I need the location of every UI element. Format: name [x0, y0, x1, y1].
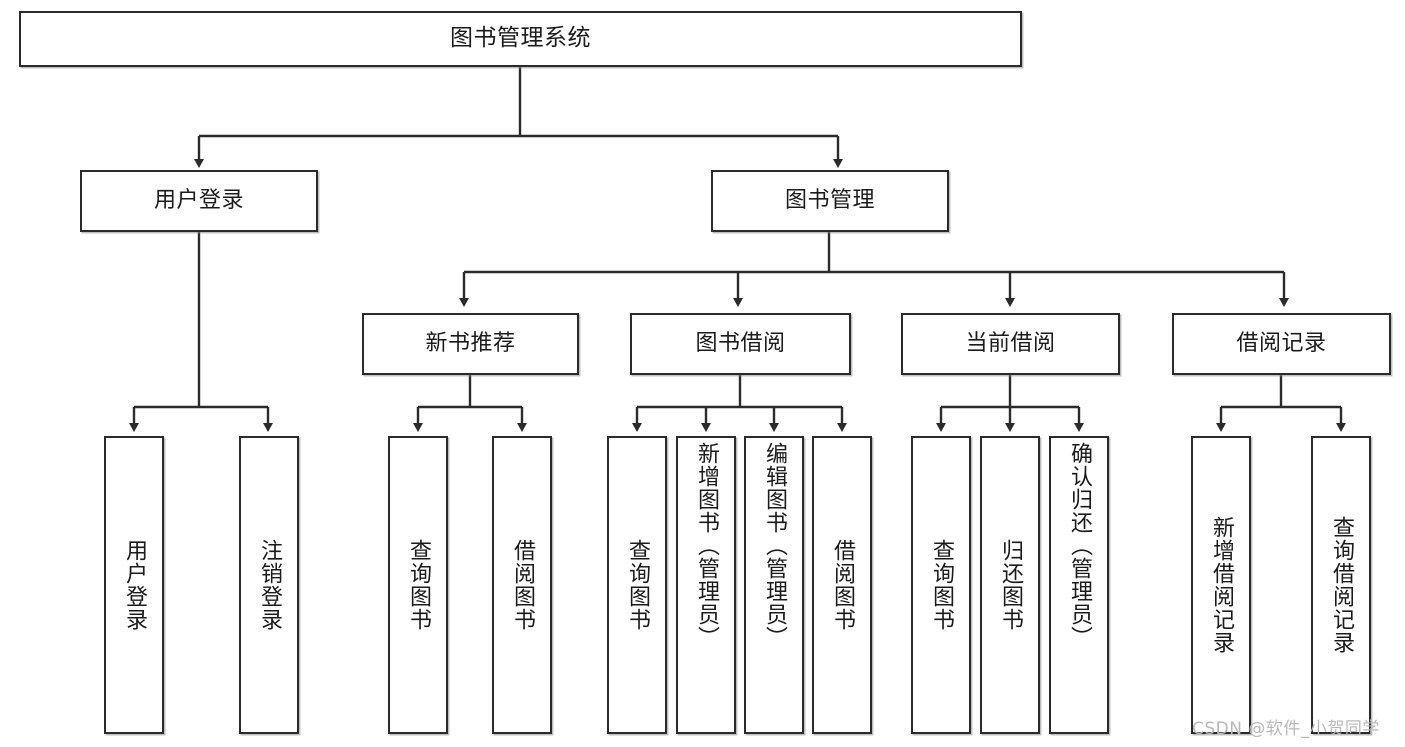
node-label: 用户登录 — [153, 187, 244, 213]
leaf-node-user-login[interactable]: 用户登录 — [104, 436, 164, 734]
leaf-node-user-logout[interactable]: 注销登录 — [239, 436, 299, 734]
leaf-node-edit-book-admin[interactable]: 编辑图书（管理员） — [744, 436, 804, 734]
leaf-node-return-book[interactable]: 归还图书 — [980, 436, 1040, 734]
node-borrow-record[interactable]: 借阅记录 — [1172, 313, 1391, 375]
leaf-node-query-book-recommend[interactable]: 查询图书 — [388, 436, 448, 734]
node-label: 编辑图书（管理员） — [762, 442, 787, 649]
node-label: 新书推荐 — [425, 330, 516, 356]
node-label: 新增图书（管理员） — [694, 442, 719, 649]
leaf-node-borrow-book[interactable]: 借阅图书 — [812, 436, 872, 734]
node-label: 查询图书 — [929, 539, 954, 631]
node-label: 注销登录 — [257, 539, 282, 631]
node-book-borrow[interactable]: 图书借阅 — [630, 313, 851, 375]
node-label: 查询图书 — [625, 539, 650, 631]
node-label: 新增借阅记录 — [1209, 516, 1234, 654]
leaf-node-add-book-admin[interactable]: 新增图书（管理员） — [676, 436, 736, 734]
leaf-node-query-book-borrow[interactable]: 查询图书 — [607, 436, 667, 734]
node-label: 借阅图书 — [510, 539, 535, 631]
leaf-node-query-borrow-record[interactable]: 查询借阅记录 — [1311, 436, 1371, 734]
leaf-node-confirm-return-admin[interactable]: 确认归还（管理员） — [1049, 436, 1109, 734]
node-new-book-recommend[interactable]: 新书推荐 — [362, 313, 579, 375]
node-label: 确认归还（管理员） — [1067, 442, 1092, 649]
node-label: 当前借阅 — [965, 330, 1056, 356]
node-label: 借阅图书 — [830, 539, 855, 631]
node-label: 借阅记录 — [1236, 330, 1327, 356]
node-label: 查询图书 — [406, 539, 431, 631]
leaf-node-borrow-book-recommend[interactable]: 借阅图书 — [492, 436, 552, 734]
node-book-manage[interactable]: 图书管理 — [711, 170, 949, 232]
node-label: 归还图书 — [998, 539, 1023, 631]
node-label: 图书借阅 — [695, 330, 786, 356]
leaf-node-query-book-current[interactable]: 查询图书 — [911, 436, 971, 734]
node-label: 查询借阅记录 — [1329, 516, 1354, 654]
node-label: 图书管理 — [784, 187, 875, 213]
node-label: 图书管理系统 — [450, 25, 591, 52]
leaf-node-add-borrow-record[interactable]: 新增借阅记录 — [1191, 436, 1251, 734]
node-user-login[interactable]: 用户登录 — [80, 170, 318, 232]
node-current-borrow[interactable]: 当前借阅 — [901, 313, 1120, 375]
node-root-book-management-system[interactable]: 图书管理系统 — [19, 11, 1022, 67]
node-label: 用户登录 — [122, 539, 147, 631]
